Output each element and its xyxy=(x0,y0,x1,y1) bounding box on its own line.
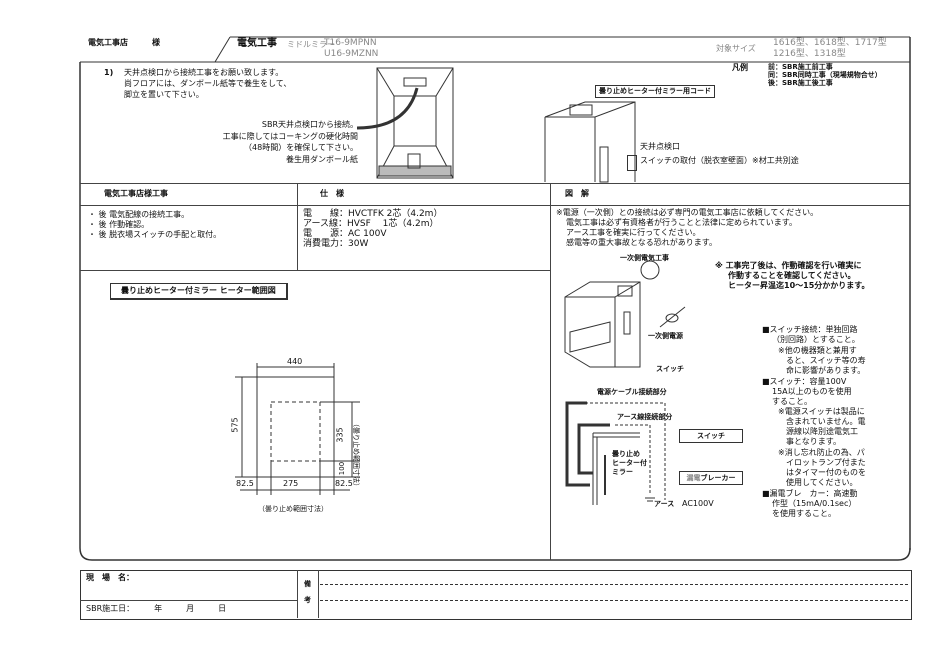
side-note: 命に影響があります。 xyxy=(786,366,866,375)
legend-item: 後：SBR施工後工事 xyxy=(768,79,833,87)
work-item: ・ 後 作動確認。 xyxy=(88,220,150,229)
honorific: 様 xyxy=(152,38,160,47)
switch-label: スイッチ xyxy=(656,365,684,373)
step-line: 天井点検口から接続工事をお願い致します。 xyxy=(124,68,284,77)
breaker-box: 漏電ブレーカー xyxy=(679,471,743,485)
customer-name: 電気工事店 xyxy=(88,38,128,47)
callout: （48時間）を確保して下さい。 xyxy=(244,143,358,152)
header-works: 電気工事店様工事 xyxy=(104,189,168,198)
after-note: ヒーター昇温迄10〜15分かかります。 xyxy=(728,281,870,290)
spec-item: 消費電力：30W xyxy=(303,239,369,249)
mirror-label: ミラー xyxy=(612,468,633,476)
step-line: 尚フロアには、ダンボール紙等で養生をして、 xyxy=(124,79,292,88)
warning-line: アース工事を確実に行ってください。 xyxy=(566,228,701,237)
ac-label: AC100V xyxy=(682,499,714,508)
warning-line: 感電等の重大事故となる恐れがあります。 xyxy=(566,238,717,247)
switch-install-label: スイッチの取付（脱衣室壁面）※材工共別途 xyxy=(640,156,799,165)
dim-margin-left: 82.5 xyxy=(236,479,254,488)
dim-bottom: 100 xyxy=(338,461,347,476)
remarks-label: 備 xyxy=(304,580,311,588)
callout: SBR天井点検口から接続。 xyxy=(261,120,358,129)
mirror-label: 曇り止め xyxy=(612,450,640,458)
wiring-schematic xyxy=(565,401,666,505)
side-note: ※電源スイッチは製品に xyxy=(778,407,865,416)
earth-joint-label: アース線接続部分 xyxy=(617,413,673,421)
side-note: すること。 xyxy=(772,397,812,406)
site-name-field[interactable]: 現 場 名： xyxy=(86,573,134,582)
side-note: イロットランプ付また xyxy=(786,458,866,467)
warning-line: ※電源（一次側）との接続は必ず専門の電気工事店に依頼してください。 xyxy=(556,208,819,217)
unit-bath-illustration xyxy=(544,101,636,183)
work-item: ・ 後 電気配線の接続工事。 xyxy=(88,210,190,219)
primary-power-label: 一次側電源 xyxy=(648,332,683,340)
bath-wiring-illustration xyxy=(564,260,686,368)
step-line: 脚立を置いて下さい。 xyxy=(124,90,204,99)
dim-height: 575 xyxy=(230,417,240,433)
dim-hlabel: （曇り止め範囲寸法） xyxy=(258,505,328,513)
after-note: 作動することを確認してください。 xyxy=(728,271,856,280)
spec-item: 電 線：HVCTFK 2芯（4.2m） xyxy=(303,209,443,219)
side-note: ※他の機器類と兼用す xyxy=(778,346,857,355)
side-note: 源線以降別途電気工 xyxy=(786,427,858,436)
warning-line: 電気工事は必ず有資格者が行うことと法律に定められています。 xyxy=(566,218,797,227)
step-number: 1) xyxy=(104,68,114,77)
model-2: U16-9MZNN xyxy=(324,49,379,59)
side-note: 含まれていません。電 xyxy=(786,417,866,426)
side-note: （別回路）とすること。 xyxy=(772,335,860,344)
side-note: 使用してください。 xyxy=(786,478,858,487)
spec-item: アース線：HVSF 1芯（4.2m） xyxy=(303,219,439,229)
switch-box: スイッチ xyxy=(679,429,743,443)
sizes-2: 1216型、1318型 xyxy=(773,49,846,59)
callout: 工事に際してはコーキングの硬化時間 xyxy=(222,132,358,141)
side-note: 作型（15mA/0.1sec） xyxy=(772,499,857,508)
side-note: 事となります。 xyxy=(786,437,841,446)
cable-joint-label: 電源ケーブル接続部分 xyxy=(597,388,667,396)
side-note: はタイマー付のものを xyxy=(786,468,866,477)
breaker-prefix: 漏電 xyxy=(686,474,701,482)
callout: 養生用ダンボール紙 xyxy=(286,155,358,164)
side-note: ■漏電ブレ カー：高速動 xyxy=(762,489,858,498)
model-1: T16-9MPNN xyxy=(324,38,377,48)
legend-title: 凡例 xyxy=(732,63,748,72)
dim-margin-right: 82.5 xyxy=(335,479,353,488)
sizes-1: 1616型、1618型、1717型 xyxy=(773,38,887,48)
work-item: ・ 後 脱衣場スイッチの手配と取付。 xyxy=(88,230,222,239)
construction-date-field[interactable]: SBR施工日： 年 月 日 xyxy=(86,604,227,613)
breaker-label: ブレーカー xyxy=(700,474,736,482)
heater-range-drawing xyxy=(235,363,360,495)
side-note: を使用すること。 xyxy=(772,509,836,518)
switch-icon xyxy=(627,155,637,171)
cord-label: 曇り止めヒーター付ミラー用コード xyxy=(595,85,715,98)
heater-range-title: 曇り止めヒーター付ミラー ヒーター範囲図 xyxy=(110,283,288,300)
side-note: ると、スイッチ等の寿 xyxy=(786,356,866,365)
product-name: ミドルミラー xyxy=(287,40,335,49)
ceiling-hatch-label: 天井点検口 xyxy=(640,142,680,151)
spec-item: 電 源：AC 100V xyxy=(303,229,387,239)
earth-label: アース xyxy=(654,500,675,508)
footer-table xyxy=(80,570,912,620)
remarks-label: 考 xyxy=(304,596,311,604)
header-diagram: 図 解 xyxy=(565,189,589,198)
size-label: 対象サイズ xyxy=(716,44,756,53)
dim-width: 440 xyxy=(287,357,303,366)
primary-work-label: 一次側電気工事 xyxy=(620,254,669,262)
switch-box-label: スイッチ xyxy=(697,432,725,440)
dim-heater-height: 335 xyxy=(335,427,345,443)
side-note: 15A以上のものを使用 xyxy=(772,387,852,396)
mirror-label: ヒーター付 xyxy=(612,459,647,467)
legend-item: 前：SBR施工前工事 xyxy=(768,63,833,71)
side-note: ■スイッチ接続：単独回路 xyxy=(762,325,858,334)
after-note: ※ 工事完了後は、作動確認を行い確実に xyxy=(715,261,862,270)
dim-heater-width: 275 xyxy=(283,479,299,488)
legend-item: 同：SBR同時工事（現場規物合せ） xyxy=(768,71,882,79)
doc-title: 電気工事 xyxy=(237,38,277,49)
side-note: ■スイッチ：容量100V xyxy=(762,377,847,386)
side-note: ※消し忘れ防止の為、パ xyxy=(778,448,865,457)
header-specs: 仕 様 xyxy=(320,189,344,198)
bathroom-ceiling-illustration xyxy=(356,67,454,179)
